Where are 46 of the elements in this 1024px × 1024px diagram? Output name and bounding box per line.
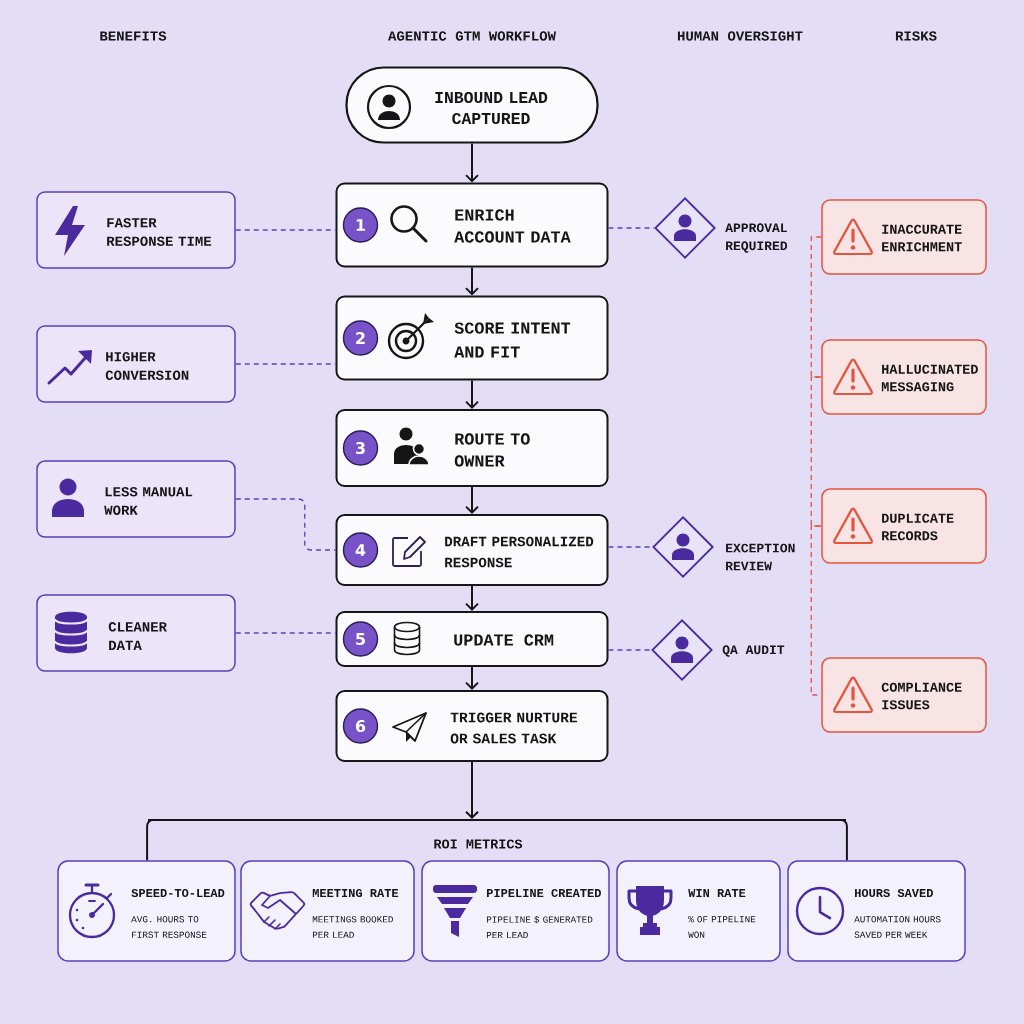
connector-line <box>810 376 822 527</box>
risk-box: HALLUCINATED MESSAGING <box>821 339 987 415</box>
arrow <box>465 266 479 296</box>
number-badge: 3 <box>342 430 379 466</box>
column-heading: HUMAN OVERSIGHT <box>677 31 803 41</box>
benefit-box: HIGHER CONVERSION <box>36 325 236 403</box>
metric-card: MEETING RATE MEETINGS BOOKED PER LEAD <box>240 860 415 962</box>
risk-box: DUPLICATE RECORDS <box>821 488 987 564</box>
benefit-box: CLEANER DATA <box>36 594 236 672</box>
connector-line <box>607 649 652 651</box>
metric-card: SPEED-TO-LEAD AVG. HOURS TO FIRST RESPONSE <box>57 860 236 962</box>
number-badge: 4 <box>342 532 379 568</box>
arrow <box>465 142 479 183</box>
arrow <box>465 761 479 820</box>
metric-card: WIN RATE % OF PIPELINE WON <box>616 860 781 962</box>
arrow <box>465 486 479 514</box>
risk-box: COMPLIANCE ISSUES <box>821 657 987 733</box>
connector-line <box>810 236 822 378</box>
checkpoint-label: QA AUDIT <box>722 645 785 657</box>
arrow <box>465 666 479 690</box>
metric-card: PIPELINE CREATED PIPELINE $ GENERATED PER LEAD <box>421 860 610 962</box>
connector-line <box>235 632 337 634</box>
start-pill: INBOUND LEAD CAPTURED <box>345 66 599 144</box>
connector-line <box>235 363 337 365</box>
number-badge: 1 <box>342 207 379 243</box>
number-badge: 2 <box>342 320 379 356</box>
connector-line <box>607 546 653 548</box>
metric-card: HOURS SAVED AUTOMATION HOURS SAVED PER WEEK <box>787 860 966 962</box>
risk-box: INACCURATE ENRICHMENT <box>821 199 987 275</box>
arrow <box>465 585 479 611</box>
benefit-box: FASTER RESPONSE TIME <box>36 191 236 269</box>
connector-line <box>810 525 822 696</box>
connector-line <box>235 229 337 231</box>
checkpoint-label: EXCEPTION REVIEW <box>726 543 795 571</box>
connector-line <box>833 819 848 862</box>
column-heading: RISKS <box>895 31 937 41</box>
number-badge: 5 <box>342 621 379 657</box>
arrow <box>465 379 479 409</box>
benefit-box: LESS MANUAL WORK <box>36 460 236 538</box>
connector-line <box>146 819 161 862</box>
column-heading: AGENTIC GTM WORKFLOW <box>388 31 556 41</box>
connector-line <box>235 498 337 551</box>
checkpoint-label: APPROVAL REQUIRED <box>725 223 788 253</box>
section-heading: ROI METRICS <box>434 839 523 849</box>
column-heading: BENEFITS <box>100 31 167 41</box>
number-badge: 6 <box>342 708 379 744</box>
